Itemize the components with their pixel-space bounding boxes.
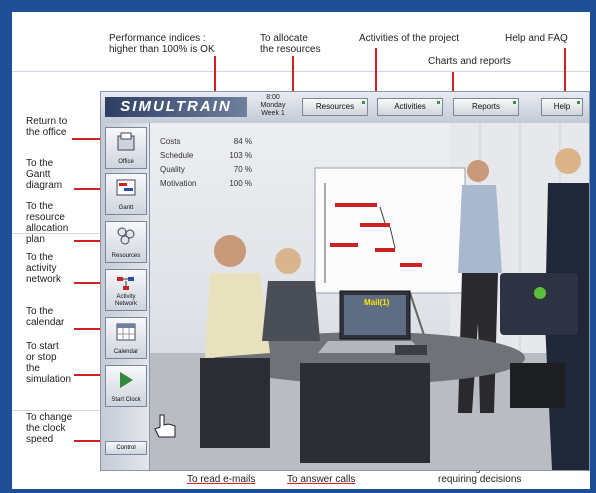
activities-button[interactable]: Activities (377, 98, 443, 116)
annotation-speed: To change the clock speed (26, 412, 73, 445)
annotation-startstop: To start or stop the simulation (26, 341, 72, 385)
office-scene: Costs 84 % Schedule 103 % Quality 70 % Moti… (150, 123, 589, 470)
annotation-allocate: To allocate the resources (260, 33, 321, 55)
binder (500, 273, 578, 335)
annotation-activities: Activities of the project (359, 33, 460, 44)
gantt-icon (116, 179, 136, 196)
index-value: 103 % (229, 151, 252, 160)
status-dot-icon (513, 101, 516, 104)
annotation-performance: Performance indices : higher than 100% i… (109, 33, 215, 55)
annotation-network: To the activity network (26, 252, 62, 285)
annotation-calendar: To the calendar (26, 306, 65, 328)
chair (510, 363, 565, 408)
performance-indices: Costs 84 % Schedule 103 % Quality 70 % Moti… (160, 135, 252, 191)
start-clock-label: Start Clock (111, 397, 141, 403)
calendar-icon (116, 323, 136, 341)
seated-man-figure (200, 235, 270, 448)
network-icon (117, 277, 134, 290)
pointer-line (74, 240, 106, 242)
index-value: 70 % (233, 165, 252, 174)
sidebar-office-label: Office (118, 159, 134, 165)
sidebar-resources-label: Resources (111, 253, 141, 259)
activities-button-label: Activities (394, 102, 426, 111)
help-button[interactable]: Help (541, 98, 583, 116)
sidebar: Office Gantt Resources Activity Network … (101, 123, 150, 470)
resources-button-label: Resources (315, 102, 355, 111)
pointer-line (74, 328, 106, 330)
pointer-line (72, 138, 106, 140)
clock-week: Week 1 (261, 110, 285, 117)
index-costs: Costs 84 % (160, 135, 252, 149)
sidebar-calendar-button[interactable]: Calendar (105, 317, 147, 359)
reports-button[interactable]: Reports (453, 98, 519, 116)
resources-button[interactable]: Resources (302, 98, 368, 116)
help-button-label: Help (553, 102, 571, 111)
simulation-clock: 8:00 Monday Week 1 (251, 94, 295, 118)
pointer-line (564, 48, 566, 97)
start-clock-button[interactable]: Start Clock (105, 365, 147, 407)
sidebar-calendar-label: Calendar (113, 349, 139, 355)
seated-woman-figure (262, 248, 320, 341)
index-label: Quality (160, 165, 185, 174)
slide-frame: Performance indices : higher than 100% i… (12, 12, 590, 489)
annotation-emails: To read e-mails (187, 474, 256, 485)
pointer-line (74, 188, 106, 190)
mail-badge[interactable]: Mail(1) (364, 298, 390, 307)
pointer-line (74, 374, 106, 376)
index-label: Motivation (160, 179, 197, 188)
annotation-charts: Charts and reports (428, 56, 511, 67)
clock-time: 8:00 (266, 94, 280, 101)
annotation-resource: To the resource allocation plan (26, 201, 69, 245)
clock-speed-control[interactable]: Control (105, 441, 147, 455)
sidebar-network-label: Activity Network (114, 294, 137, 307)
sidebar-office-button[interactable]: Office (105, 127, 147, 169)
hand-cursor-icon (154, 414, 176, 438)
pointer-line (74, 282, 106, 284)
pointer-line (74, 440, 106, 442)
sidebar-gantt-button[interactable]: Gantt (105, 173, 147, 215)
index-label: Costs (160, 137, 181, 146)
clock-day: Monday (260, 102, 286, 109)
index-value: 100 % (229, 179, 252, 188)
sidebar-network-button[interactable]: Activity Network (105, 269, 147, 311)
reports-button-label: Reports (471, 102, 500, 111)
play-icon (120, 372, 133, 388)
pointer-line (452, 72, 454, 97)
top-toolbar: SIMULTRAIN 8:00 Monday Week 1 Resources … (101, 92, 589, 124)
status-dot-icon (362, 101, 365, 104)
annotation-office: Return to the office (26, 116, 68, 138)
pointer-line (292, 56, 294, 97)
resources-icon (117, 227, 135, 245)
status-dot-icon (437, 101, 440, 104)
phone (395, 345, 427, 355)
pointer-line (375, 48, 377, 97)
index-label: Schedule (160, 151, 194, 160)
meeting-table (215, 332, 525, 384)
sidebar-resources-button[interactable]: Resources (105, 221, 147, 263)
annotation-help: Help and FAQ (505, 33, 568, 44)
annotation-gantt: To the Gantt diagram (26, 158, 63, 191)
index-value: 84 % (233, 137, 252, 146)
index-motivation: Motivation 100 % (160, 177, 252, 191)
index-quality: Quality 70 % (160, 163, 252, 177)
status-dot-icon (577, 101, 580, 104)
index-schedule: Schedule 103 % (160, 149, 252, 163)
simultrain-logo: SIMULTRAIN (105, 97, 247, 117)
sidebar-gantt-label: Gantt (118, 205, 134, 211)
meeting-room-illustration (150, 123, 589, 470)
annotation-calls: To answer calls (287, 474, 356, 485)
office-icon (117, 132, 135, 151)
guide-line (12, 71, 590, 72)
laptop (318, 290, 422, 353)
simulator-window: SIMULTRAIN 8:00 Monday Week 1 Resources … (100, 91, 590, 471)
